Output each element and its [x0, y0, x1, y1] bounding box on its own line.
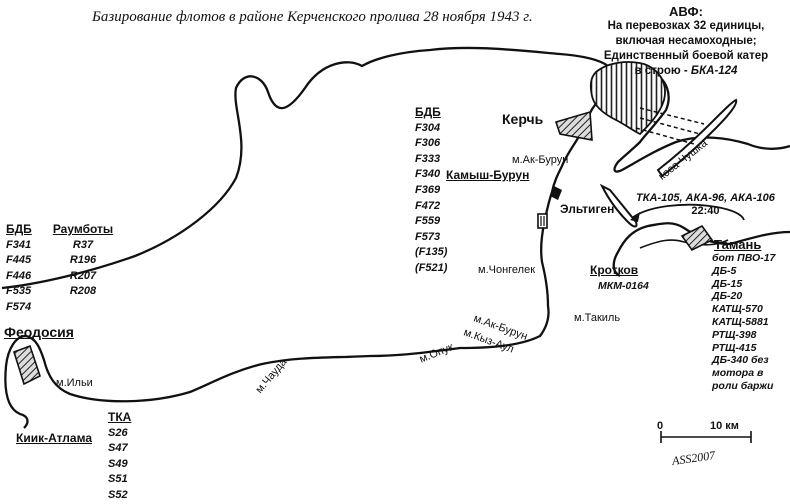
tka-west-item: S51 [108, 473, 128, 486]
bdb-west-item: F341 [6, 238, 32, 251]
ferry-crossing-lines [635, 107, 705, 145]
avf-line-4: в строю - [634, 65, 691, 77]
taman-unit: мотора в [712, 367, 764, 380]
tka-west-item: S26 [108, 426, 128, 439]
avf-line-2: включая несамоходные; [615, 35, 757, 47]
tka-route-arrow [631, 203, 745, 221]
bdb-center-item: F333 [415, 152, 441, 165]
bdb-center-item: F573 [415, 230, 441, 243]
bdb-center-item: F340 [415, 168, 441, 181]
cape-chongelek: м.Чонгелек [478, 264, 536, 276]
taman-unit: КАТЩ-5881 [712, 315, 769, 328]
taman-bay-shore [612, 222, 790, 278]
feodosia-marker [13, 344, 41, 386]
scale-label: 10 км [710, 420, 739, 432]
bdb-west-item: F445 [6, 254, 32, 267]
bdb-center-list: БДБ F304 F306 F333 F340 F369 F472 F559 F… [415, 105, 447, 277]
taman-unit: бот ПВО-17 [712, 252, 776, 264]
taman-unit: ДБ-340 без [712, 354, 769, 367]
avf-line-3: Единственный боевой катер [603, 50, 769, 62]
place-kiik-atlama: Киик-Атлама [16, 431, 92, 445]
place-krotkov: Кротков [590, 263, 639, 277]
taman-units-list: бот ПВО-17 ДБ-5 ДБ-15 ДБ-20 КАТЩ-570 КАТ… [712, 252, 775, 393]
place-eltigen: Эльтиген [560, 202, 615, 216]
raumboty-item: R208 [69, 285, 97, 298]
taman-unit: роли баржи [712, 379, 774, 392]
cape-ilyi: м.Ильи [56, 377, 93, 389]
bdb-center-header: БДБ [415, 105, 441, 119]
scale-zero: 0 [657, 420, 664, 432]
raumboty-item: R37 [72, 238, 94, 251]
avf-line-1: На перевозках 32 единицы, [607, 20, 765, 32]
bdb-center-item: F304 [415, 121, 441, 134]
tka-group-time: 22:40 [691, 205, 720, 217]
bdb-west-header: БДБ [6, 222, 32, 236]
taman-inland-line [639, 239, 729, 249]
kosa-chushka-spit [656, 98, 738, 178]
taman-unit: ДБ-15 [712, 277, 743, 290]
taman-unit: РТЩ-398 [712, 328, 757, 341]
raumboty-item: R196 [69, 254, 97, 267]
eltigen-marker [537, 213, 548, 229]
bdb-west-item: F535 [6, 285, 32, 298]
raumboty-list: Раумботы R37 R196 R207 R208 [52, 222, 114, 300]
kamysh-burun-marker [550, 186, 562, 200]
avf-header: АВФ: [669, 4, 703, 19]
bdb-center-item: F472 [415, 199, 441, 212]
bdb-west-list: БДБ F341 F445 F446 F535 F574 [6, 222, 32, 316]
kerch-town-area [554, 110, 593, 141]
bdb-center-item: (F521) [415, 261, 448, 274]
place-kerch: Керчь [502, 111, 544, 127]
bdb-center-item: (F135) [415, 246, 448, 259]
raumboty-header: Раумботы [52, 222, 114, 236]
bdb-center-item: F559 [415, 215, 441, 228]
bdb-center-item: F306 [415, 137, 441, 150]
tka-group-boats: ТКА-105, АКА-96, АКА-106 [636, 192, 775, 204]
avf-note: АВФ: На перевозках 32 единицы, включая н… [588, 4, 784, 79]
tka-west-list: ТКА S26 S47 S49 S51 S52 [108, 410, 131, 504]
tuzla-spit [599, 183, 638, 228]
scale-bar [660, 431, 752, 443]
tka-west-item: S49 [108, 457, 128, 470]
bdb-west-item: F446 [6, 269, 32, 282]
cape-ak-burun-north: м.Ак-Бурун [512, 154, 569, 166]
taman-unit: ДБ-20 [712, 290, 743, 303]
raumboty-item: R207 [69, 269, 97, 282]
krotkov-unit: МКМ-0164 [598, 280, 649, 292]
tka-route-arrowhead [630, 212, 640, 222]
tka-west-header: ТКА [108, 410, 132, 424]
cape-takil: м.Такиль [574, 312, 621, 324]
place-kamysh-burun: Камыш-Бурун [446, 168, 530, 182]
taman-marker [680, 224, 714, 252]
taman-unit: КАТЩ-570 [712, 303, 763, 316]
place-taman: Тамань [714, 237, 762, 252]
taman-unit: РТЩ-415 [712, 341, 757, 354]
bdb-center-item: F369 [415, 183, 441, 196]
tka-group-note: ТКА-105, АКА-96, АКА-106 22:40 [636, 192, 775, 218]
avf-highlight-boat: БКА-124 [690, 65, 738, 77]
place-feodosia: Феодосия [4, 324, 74, 340]
crimea-coastline [1, 46, 614, 429]
bdb-west-item: F574 [6, 300, 32, 313]
taman-unit: ДБ-5 [712, 264, 737, 277]
tka-west-item: S47 [108, 442, 128, 455]
map-title: Базирование флотов в районе Керченского … [92, 9, 533, 25]
kerch-bay-hatched-area [589, 61, 666, 136]
